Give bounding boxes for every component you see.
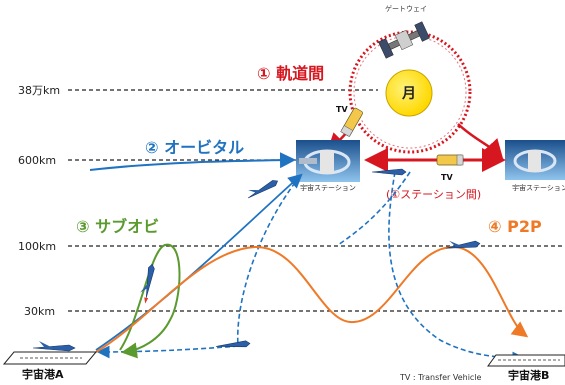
orbital-return-ground-dashed — [96, 345, 239, 359]
route-label-p2p: ④ P2P — [488, 217, 542, 236]
space-station-left — [296, 140, 360, 182]
gateway-station-icon — [378, 21, 430, 59]
spaceplane-suborbital-icon — [140, 263, 155, 304]
transfer-vehicle-right-icon — [436, 154, 464, 166]
spaceplane-station-icon — [371, 168, 407, 176]
altitude-label-600k: 600km — [18, 154, 56, 167]
tv-label-left: TV — [336, 105, 348, 114]
spaceplane-p2p-icon — [446, 240, 481, 249]
orbital-arrow — [89, 152, 296, 171]
altitude-label-380k: 38万km — [18, 84, 60, 97]
station-left-label: 宇宙ステーション — [300, 183, 356, 192]
moon-orbit-ring — [348, 30, 472, 154]
p2p-trajectory — [95, 245, 529, 353]
station-descent-dashed-2 — [337, 171, 411, 246]
altitude-label-30k: 30km — [24, 305, 55, 318]
spaceport-a-label: 宇宙港A — [22, 367, 64, 381]
station-right-label: 宇宙ステーション — [512, 183, 565, 192]
gateway-label: ゲートウェイ — [385, 4, 427, 13]
orbital-return-left-dashed — [236, 175, 301, 347]
spaceplane-return-icon — [216, 340, 251, 348]
space-station-right — [505, 140, 565, 180]
orbital-ascent-line — [95, 173, 303, 351]
station-descent-dashed-1 — [388, 171, 526, 365]
tv-label-right: TV — [441, 173, 453, 182]
suborbital-loop — [119, 243, 181, 359]
spaceport-b-pad — [487, 354, 565, 367]
moon-icon — [385, 69, 433, 117]
route-label-orbital: ② オービタル — [145, 138, 244, 157]
spaceplane-orbital-icon — [247, 180, 279, 199]
altitude-label-100k: 100km — [18, 240, 56, 253]
orbit-transfer-right — [457, 123, 504, 160]
transfer-vehicle-left-icon — [340, 107, 363, 137]
station-link-label: (①ステーション間) — [386, 188, 481, 201]
route-label-orbit: ① 軌道間 — [257, 64, 324, 83]
tv-footnote: TV : Transfer Vehicle — [399, 373, 482, 382]
moon-label: 月 — [401, 86, 416, 102]
spaceplane-port-a-icon — [32, 341, 76, 352]
route-label-suborbital: ③ サブオビ — [76, 217, 159, 236]
spaceport-a-pad — [2, 351, 98, 365]
moon-orbit-ring-inner — [353, 35, 467, 149]
spaceport-b-label: 宇宙港B — [508, 368, 549, 382]
